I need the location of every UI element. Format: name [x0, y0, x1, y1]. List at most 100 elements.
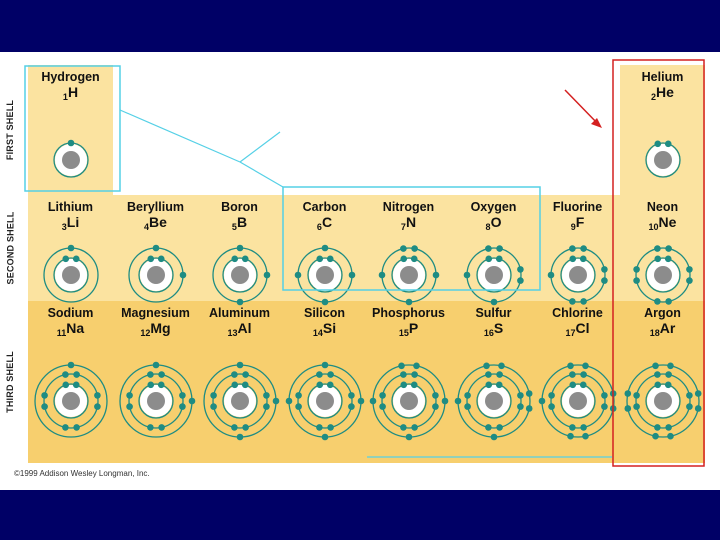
electron — [67, 139, 74, 147]
electron — [285, 397, 292, 405]
electron — [236, 244, 243, 252]
bohr-model-chlorine — [538, 362, 617, 440]
bohr-model-boron — [211, 244, 270, 306]
electron — [623, 390, 631, 397]
electron — [664, 140, 672, 148]
electron — [664, 371, 672, 378]
electron — [410, 255, 418, 263]
electron — [412, 362, 420, 370]
nucleus — [399, 392, 418, 410]
nucleus — [568, 266, 587, 284]
electron-shell-1 — [52, 383, 89, 419]
electron — [40, 392, 48, 399]
electron — [609, 405, 617, 412]
nucleus — [61, 392, 80, 410]
electron — [495, 255, 503, 263]
electron — [525, 405, 533, 412]
electron — [484, 381, 492, 389]
electron — [357, 397, 364, 405]
electron — [263, 271, 270, 279]
element-symbol: 12Mg — [113, 320, 198, 341]
electron-shell-1 — [475, 383, 512, 419]
electron — [236, 298, 243, 306]
nucleus — [653, 151, 672, 169]
electron — [547, 392, 555, 399]
electron — [516, 392, 524, 399]
element-name: Hydrogen — [41, 70, 100, 84]
electron — [347, 403, 355, 410]
second-shell-label: SECOND SHELL — [0, 195, 20, 301]
element-symbol: 13Al — [197, 320, 282, 341]
atomic-number: 13 — [227, 328, 238, 338]
copyright-text: ©1999 Addison Wesley Longman, Inc. — [14, 469, 150, 478]
second-shell-text: SECOND SHELL — [5, 211, 15, 285]
bohr-model-phosphorus — [369, 362, 448, 441]
electron — [664, 255, 672, 263]
electron — [653, 371, 661, 378]
electron — [495, 424, 503, 431]
electron — [653, 381, 661, 389]
symbol-text: Be — [149, 214, 167, 230]
electron-shell-2 — [42, 373, 99, 429]
electron — [397, 362, 405, 370]
electron — [685, 266, 693, 273]
electron — [664, 381, 672, 389]
atomic-number: 16 — [483, 328, 494, 338]
electron — [294, 271, 301, 279]
electron — [666, 432, 674, 440]
electron — [600, 403, 608, 410]
symbol-text: S — [493, 320, 504, 336]
electron — [72, 381, 80, 389]
element-name: Aluminum — [208, 306, 271, 320]
electron — [482, 362, 490, 370]
electron — [236, 361, 243, 369]
symbol-text: Na — [66, 320, 85, 336]
electron — [157, 371, 165, 378]
electron — [262, 392, 270, 399]
electron — [315, 424, 323, 431]
electron — [441, 397, 448, 405]
bohr-model-lithium — [42, 244, 99, 303]
electron-shell-2 — [380, 373, 437, 429]
electron — [399, 255, 407, 263]
element-name: Sulfur — [475, 306, 512, 320]
third-shell-label: THIRD SHELL — [0, 301, 20, 463]
electron — [653, 298, 661, 305]
electron — [241, 255, 249, 263]
element-name: Nitrogen — [382, 200, 435, 214]
electron — [653, 245, 661, 252]
element-name: Sodium — [47, 306, 94, 320]
electron — [579, 371, 587, 378]
electron — [484, 371, 492, 378]
element-name: Carbon — [302, 200, 347, 214]
electron-shell-1 — [137, 383, 174, 419]
electron — [157, 381, 165, 389]
electron-shell-1 — [559, 383, 596, 419]
atomic-number: 4 — [144, 222, 150, 232]
first-shell-row — [28, 65, 705, 195]
electron — [230, 371, 238, 378]
electron — [431, 392, 439, 399]
electron — [609, 390, 617, 397]
electron — [152, 244, 159, 252]
electron — [399, 381, 407, 389]
electron — [321, 244, 328, 252]
electron — [125, 403, 133, 410]
atomic-number: 15 — [398, 328, 409, 338]
electron — [568, 371, 576, 378]
electron — [651, 362, 659, 370]
electron — [262, 403, 270, 410]
third-shell-row — [28, 301, 705, 463]
element-symbol: 14Si — [282, 320, 367, 341]
electron — [581, 432, 589, 440]
element-symbol: 16S — [451, 320, 536, 341]
symbol-text: B — [236, 214, 248, 230]
electron — [40, 403, 48, 410]
electron — [600, 392, 608, 399]
nucleus — [146, 266, 165, 284]
